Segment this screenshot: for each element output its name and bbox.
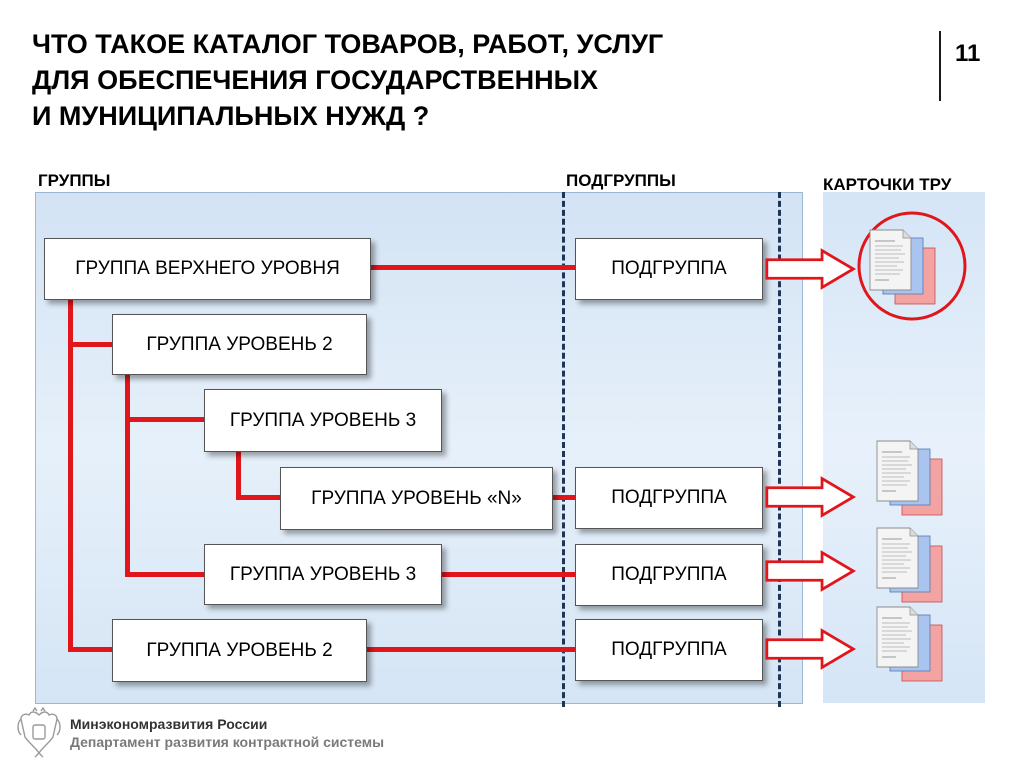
connector-trunk-level3 bbox=[236, 450, 241, 500]
emblem-icon bbox=[17, 707, 61, 758]
right-arrow-icon bbox=[765, 627, 857, 671]
title-line-3: И МУНИЦИПАЛЬНЫХ НУЖД ? bbox=[32, 101, 430, 131]
document-stack-icon[interactable] bbox=[872, 437, 952, 527]
connector-to-level3-a bbox=[125, 417, 205, 422]
slide-title: ЧТО ТАКОЕ КАТАЛОГ ТОВАРОВ, РАБОТ, УСЛУГ … bbox=[32, 26, 912, 134]
title-line-2: ДЛЯ ОБЕСПЕЧЕНИЯ ГОСУДАРСТВЕННЫХ bbox=[32, 65, 599, 95]
connector-to-level2-a bbox=[68, 342, 113, 347]
department-name: Департамент развития контрактной системы bbox=[70, 734, 385, 750]
group-level-n[interactable]: ГРУППА УРОВЕНЬ «N» bbox=[280, 467, 553, 530]
highlight-circle-icon bbox=[857, 211, 967, 321]
group-level-3-b[interactable]: ГРУППА УРОВЕНЬ 3 bbox=[204, 544, 442, 605]
connector-to-level2-b bbox=[68, 647, 113, 652]
connector-trunk-level2 bbox=[125, 373, 130, 577]
document-stack-icon[interactable] bbox=[872, 603, 952, 693]
page-number: 11 bbox=[955, 40, 981, 67]
connector-to-level3-b bbox=[125, 572, 205, 577]
right-arrow-icon bbox=[765, 475, 857, 519]
connector-top-to-subgroup bbox=[369, 265, 576, 270]
right-arrow-icon bbox=[765, 247, 857, 291]
subgroups-label: ПОДГРУППЫ bbox=[566, 171, 676, 190]
groups-label: ГРУППЫ bbox=[38, 171, 111, 190]
subgroup-2[interactable]: ПОДГРУППА bbox=[575, 467, 763, 529]
subgroups-divider-left bbox=[562, 192, 565, 707]
subgroup-3[interactable]: ПОДГРУППА bbox=[575, 544, 763, 606]
right-arrow-icon bbox=[765, 549, 857, 593]
document-stack-icon[interactable] bbox=[865, 226, 945, 316]
subgroups-divider-right bbox=[778, 192, 781, 707]
cards-label: КАРТОЧКИ ТРУ bbox=[823, 175, 952, 194]
connector-level-n-to-subgroup bbox=[552, 495, 576, 500]
connector-level3-to-subgroup bbox=[441, 572, 576, 577]
connector-level2-to-subgroup bbox=[366, 647, 576, 652]
group-level-2-b[interactable]: ГРУППА УРОВЕНЬ 2 bbox=[112, 619, 367, 682]
connector-to-level-n bbox=[236, 495, 281, 500]
subgroup-4[interactable]: ПОДГРУППА bbox=[575, 619, 763, 681]
title-line-1: ЧТО ТАКОЕ КАТАЛОГ ТОВАРОВ, РАБОТ, УСЛУГ bbox=[32, 29, 664, 59]
document-stack-icon[interactable] bbox=[872, 524, 952, 614]
connector-trunk-top bbox=[68, 298, 73, 651]
group-level-3-a[interactable]: ГРУППА УРОВЕНЬ 3 bbox=[204, 389, 442, 452]
subgroup-1[interactable]: ПОДГРУППА bbox=[575, 238, 763, 300]
group-level-2-a[interactable]: ГРУППА УРОВЕНЬ 2 bbox=[112, 314, 367, 375]
ministry-name: Минэкономразвития России bbox=[70, 716, 268, 732]
page-number-divider bbox=[939, 31, 941, 101]
group-top-level[interactable]: ГРУППА ВЕРХНЕГО УРОВНЯ bbox=[44, 238, 371, 300]
